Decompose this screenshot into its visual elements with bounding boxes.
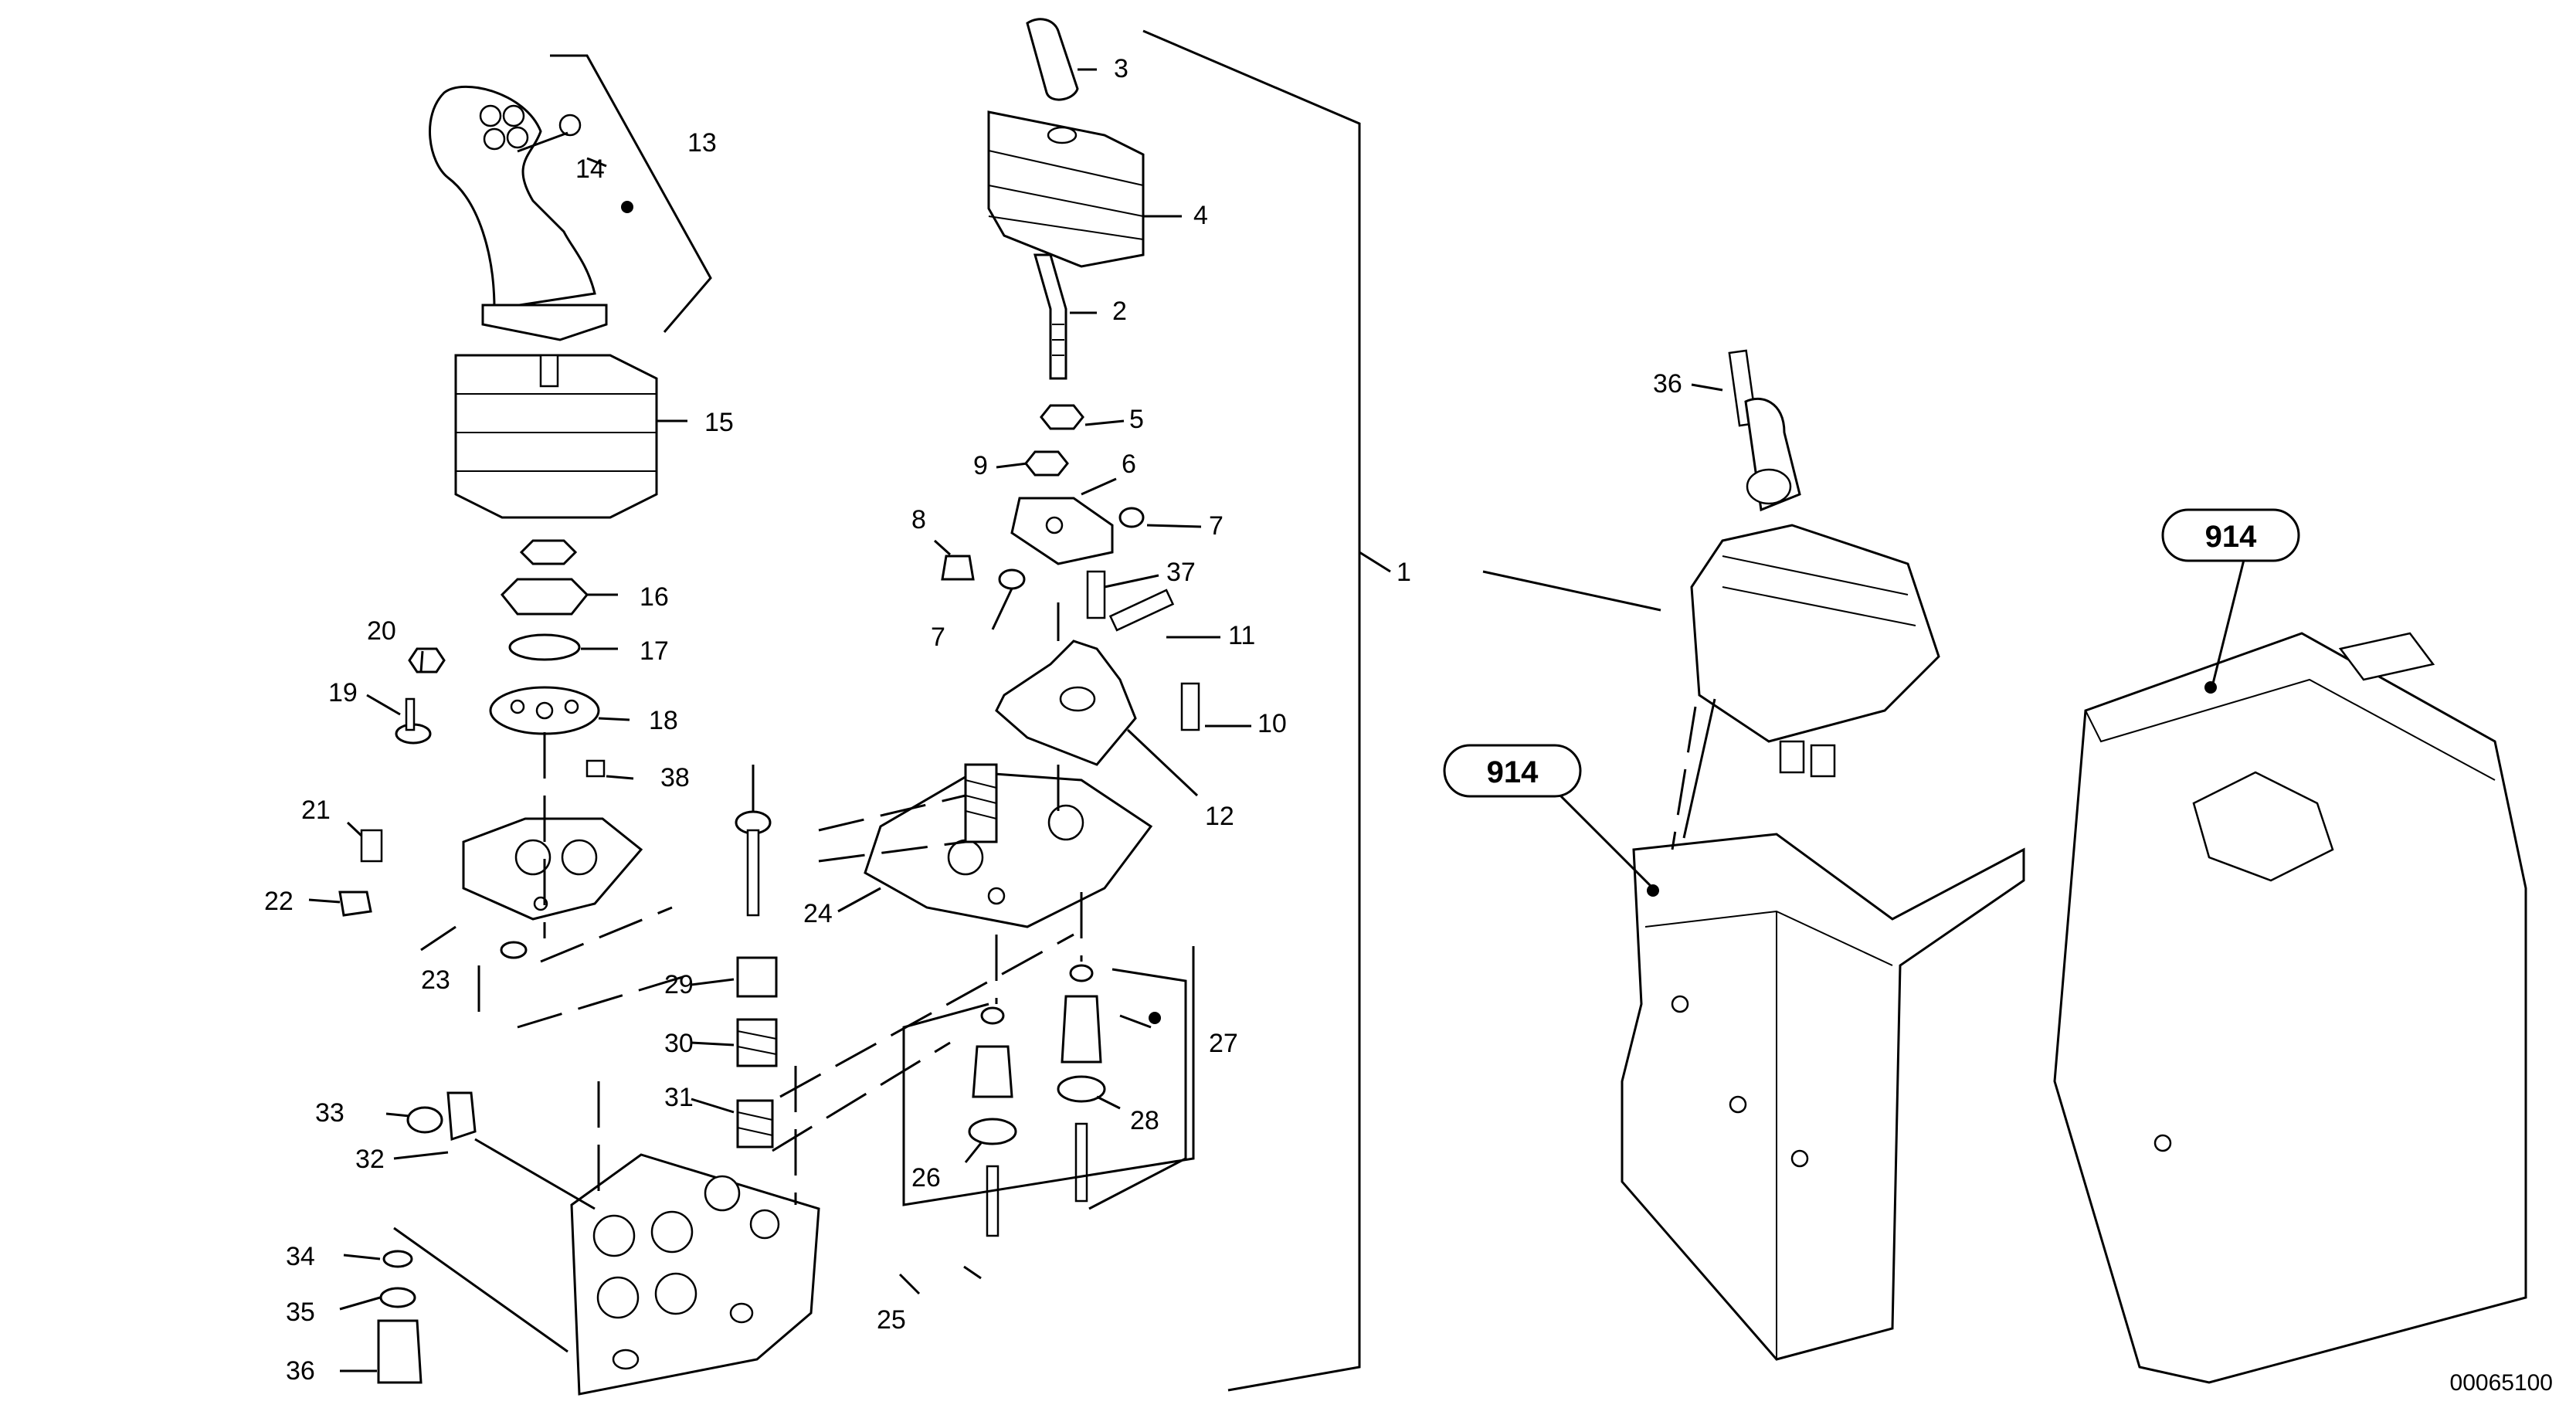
callout-15: 15 [704,408,734,437]
callout-14: 14 [575,154,605,184]
callout-17: 17 [640,636,669,666]
callout-34: 34 [286,1242,315,1271]
callout-31: 31 [664,1083,694,1112]
callout-labels: 1 2 3 4 5 6 7 7 8 9 10 11 12 13 14 15 16… [264,54,1682,1386]
center-fasteners [941,507,1200,731]
callout-21: 21 [301,796,331,825]
callout-20: 20 [367,616,396,646]
callout-36: 36 [286,1356,315,1386]
callout-37: 36 [1653,369,1682,399]
joystick-assembly-iso [1690,349,1940,778]
callout-30: 30 [664,1029,694,1058]
callout-25: 25 [877,1305,906,1335]
callout-32: 32 [355,1145,385,1174]
callout-9: 9 [973,451,988,480]
callout-29: 29 [664,970,694,999]
center-nuts [1024,404,1084,477]
callout-23: 23 [421,965,450,995]
callout-8: 8 [911,505,926,534]
callout-28: 28 [1130,1106,1159,1135]
spring-assembly [964,763,998,843]
lower-left-fittings [377,1091,477,1384]
callout-33: 33 [315,1098,344,1128]
nut-washer-stack [489,539,600,735]
callout-18: 18 [649,706,678,735]
lever-rod-2 [1033,253,1067,380]
group-ref-914-bracket: 914 [1443,744,1582,798]
callout-11: 11 [1228,621,1255,650]
callout-19: 19 [328,678,358,707]
callout-22: 22 [264,887,294,916]
valve-body [570,1153,820,1396]
callout-27: 27 [1209,1029,1238,1058]
callout-3: 3 [1114,54,1128,83]
plunger-29-30-31 [735,810,778,1148]
callout-7-lower: 7 [931,623,945,652]
joystick-handle [429,85,608,341]
callout-5: 5 [1129,405,1144,434]
handle-boot-15 [454,354,658,519]
group-ref-914-bracket-label: 914 [1487,755,1539,789]
clevis-6 [1010,497,1114,565]
callout-39: 38 [660,763,690,792]
callout-1: 1 [1397,558,1411,587]
console-cover-914 [2053,632,2527,1384]
lever-boot-4 [987,110,1145,268]
callout-4: 4 [1193,201,1208,230]
bracket-12 [995,640,1137,766]
valve-cartridges [968,964,1106,1237]
callout-13: 13 [687,128,717,158]
callout-35: 35 [286,1298,315,1327]
small-fasteners-left [338,647,606,959]
group-ref-914-console-label: 914 [2205,520,2257,554]
dashed-alignment-lines [477,602,1697,1205]
knob-3 [1026,18,1079,101]
leader-lines [308,29,2249,1392]
callout-16: 16 [640,582,669,612]
mounting-bracket-914 [1621,833,2025,1361]
callout-26: 26 [911,1163,941,1193]
group-ref-914-console: 914 [2161,508,2300,562]
callout-7-upper: 7 [1209,511,1224,541]
callout-38: 37 [1166,558,1196,587]
callout-10: 10 [1257,709,1287,738]
callout-24: 24 [803,899,833,928]
plate-23 [462,817,643,921]
callout-2: 2 [1112,297,1127,326]
callout-6: 6 [1122,450,1136,479]
callout-12: 12 [1205,802,1234,831]
drawing-number: 00065100 [2450,1370,2553,1396]
plate-24 [864,771,1153,928]
